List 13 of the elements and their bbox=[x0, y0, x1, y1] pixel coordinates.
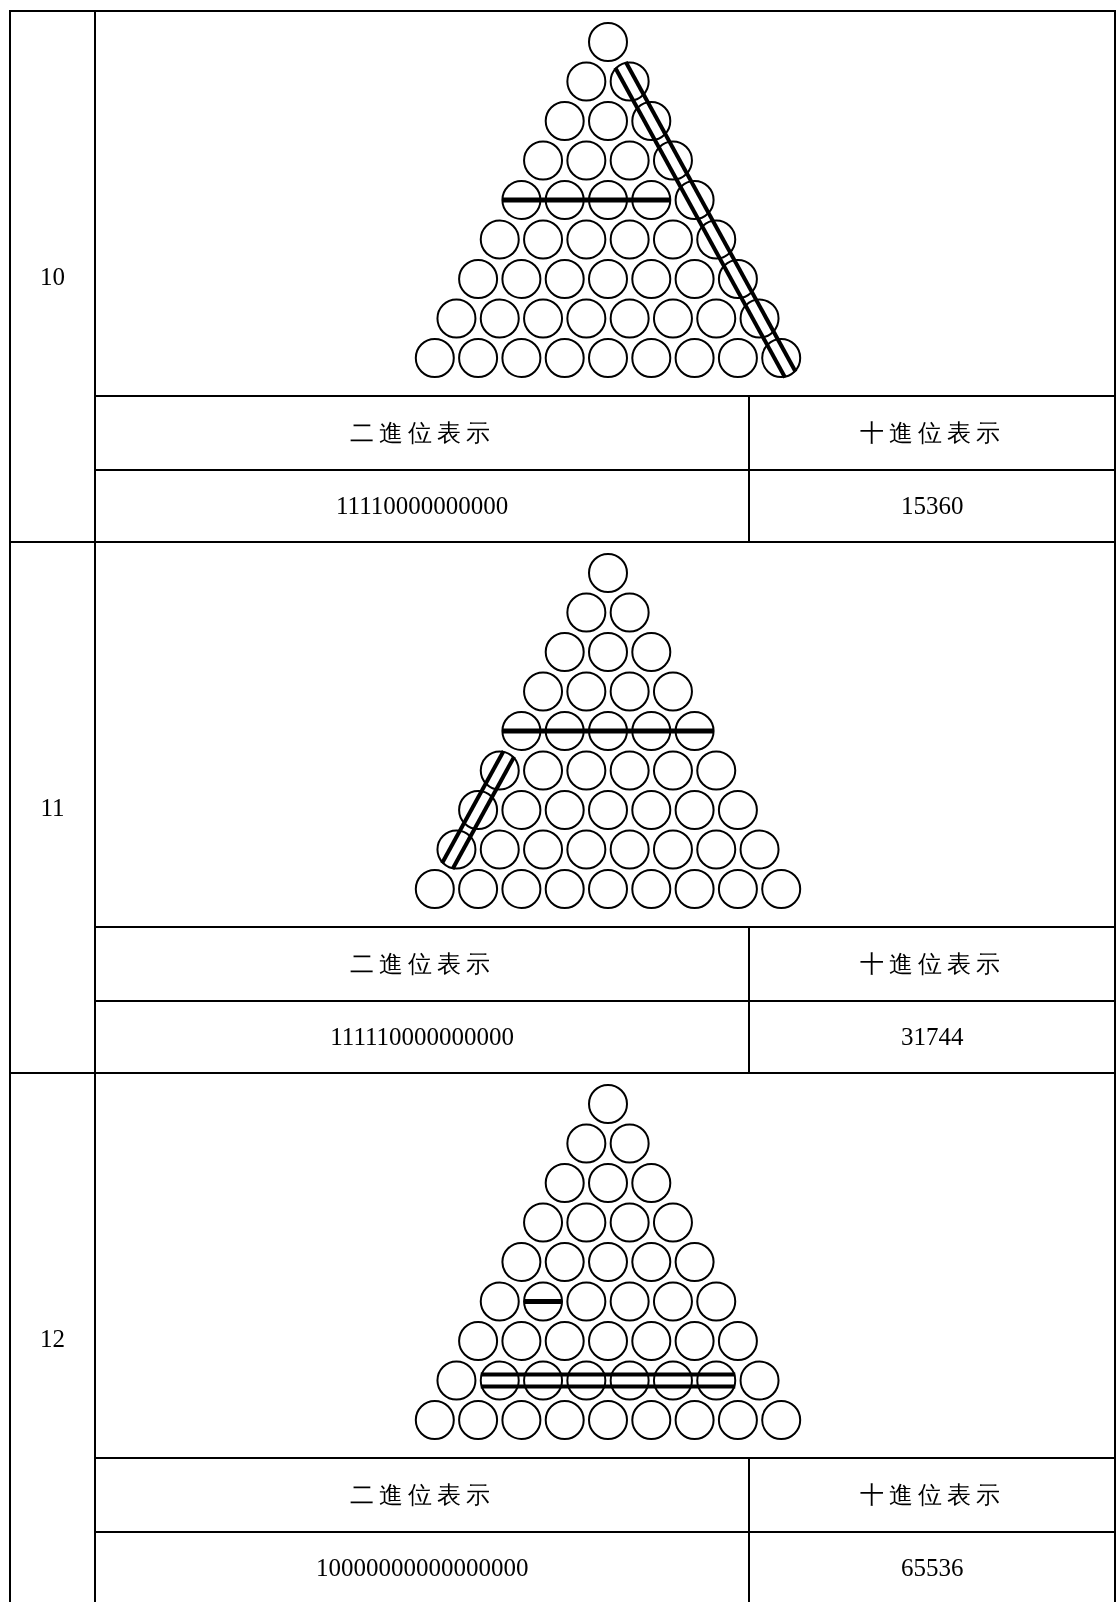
column-header: 十進位表示 bbox=[749, 927, 1115, 1001]
column-header: 二進位表示 bbox=[95, 927, 750, 1001]
column-header: 二進位表示 bbox=[95, 1458, 750, 1532]
decimal-value: 15360 bbox=[749, 470, 1115, 542]
binary-value: 11110000000000 bbox=[95, 470, 750, 542]
row-number: 11 bbox=[10, 542, 95, 1073]
decimal-value: 31744 bbox=[749, 1001, 1115, 1073]
column-header: 十進位表示 bbox=[749, 396, 1115, 470]
row-number: 12 bbox=[10, 1073, 95, 1602]
column-header: 二進位表示 bbox=[95, 396, 750, 470]
row-number: 10 bbox=[10, 11, 95, 542]
binary-value: 111110000000000 bbox=[95, 1001, 750, 1073]
column-header: 十進位表示 bbox=[749, 1458, 1115, 1532]
